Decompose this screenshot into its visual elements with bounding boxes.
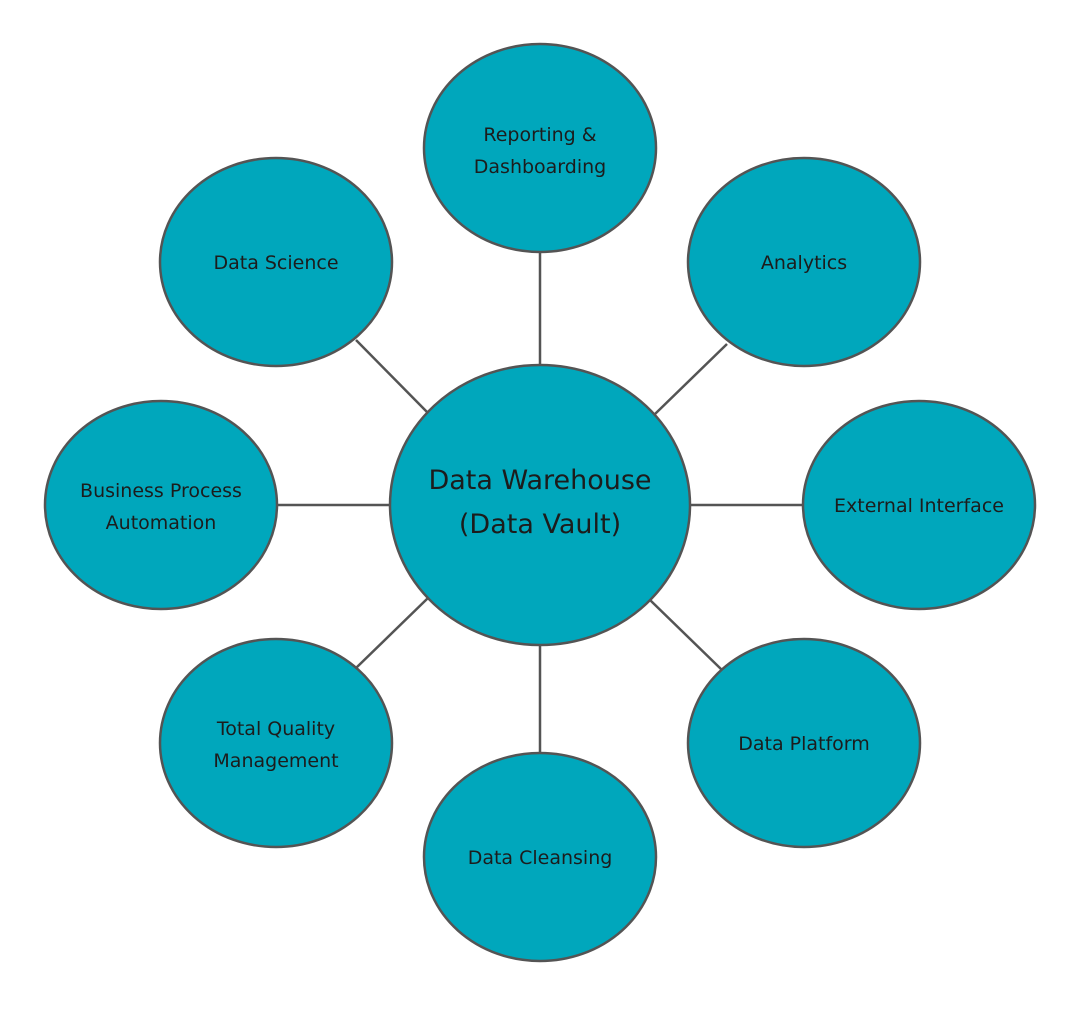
node-cleansing: Data Cleansing [422,751,658,963]
node-circle-platform [686,637,922,849]
hub-label-line-1: Data Warehouse [428,465,651,496]
node-label-cleansing: Data Cleansing [468,847,613,869]
node-circle-external [801,399,1037,611]
node-platform: Data Platform [686,637,922,849]
hub-node: Data Warehouse (Data Vault) [388,363,692,647]
node-automation: Business Process Automation [43,399,279,611]
node-label-quality-2: Management [213,750,338,772]
hub-label-line-2: (Data Vault) [459,509,621,540]
node-circle-analytics [686,156,922,368]
hub-circle [388,363,692,647]
connector-platform [649,599,723,671]
node-label-automation-1: Business Process [80,480,242,502]
node-label-reporting-1: Reporting & [483,124,596,146]
connector-analytics [654,343,728,415]
node-reporting: Reporting & Dashboarding [422,42,658,254]
node-circle-quality [158,637,394,849]
node-circle-automation [43,399,279,611]
node-label-automation-2: Automation [106,512,217,534]
connector-science [355,339,429,414]
node-label-platform: Data Platform [738,733,870,755]
node-label-external: External Interface [834,495,1004,517]
node-label-analytics: Analytics [761,252,847,274]
node-circle-cleansing [422,751,658,963]
node-circle-reporting [422,42,658,254]
node-analytics: Analytics [686,156,922,368]
node-external: External Interface [801,399,1037,611]
node-science: Data Science [158,156,394,368]
node-label-quality-1: Total Quality [216,718,335,740]
node-label-science: Data Science [213,252,338,274]
connectors [276,252,805,757]
connector-quality [355,597,429,669]
node-label-reporting-2: Dashboarding [474,156,606,178]
node-circle-science [158,156,394,368]
node-quality: Total Quality Management [158,637,394,849]
